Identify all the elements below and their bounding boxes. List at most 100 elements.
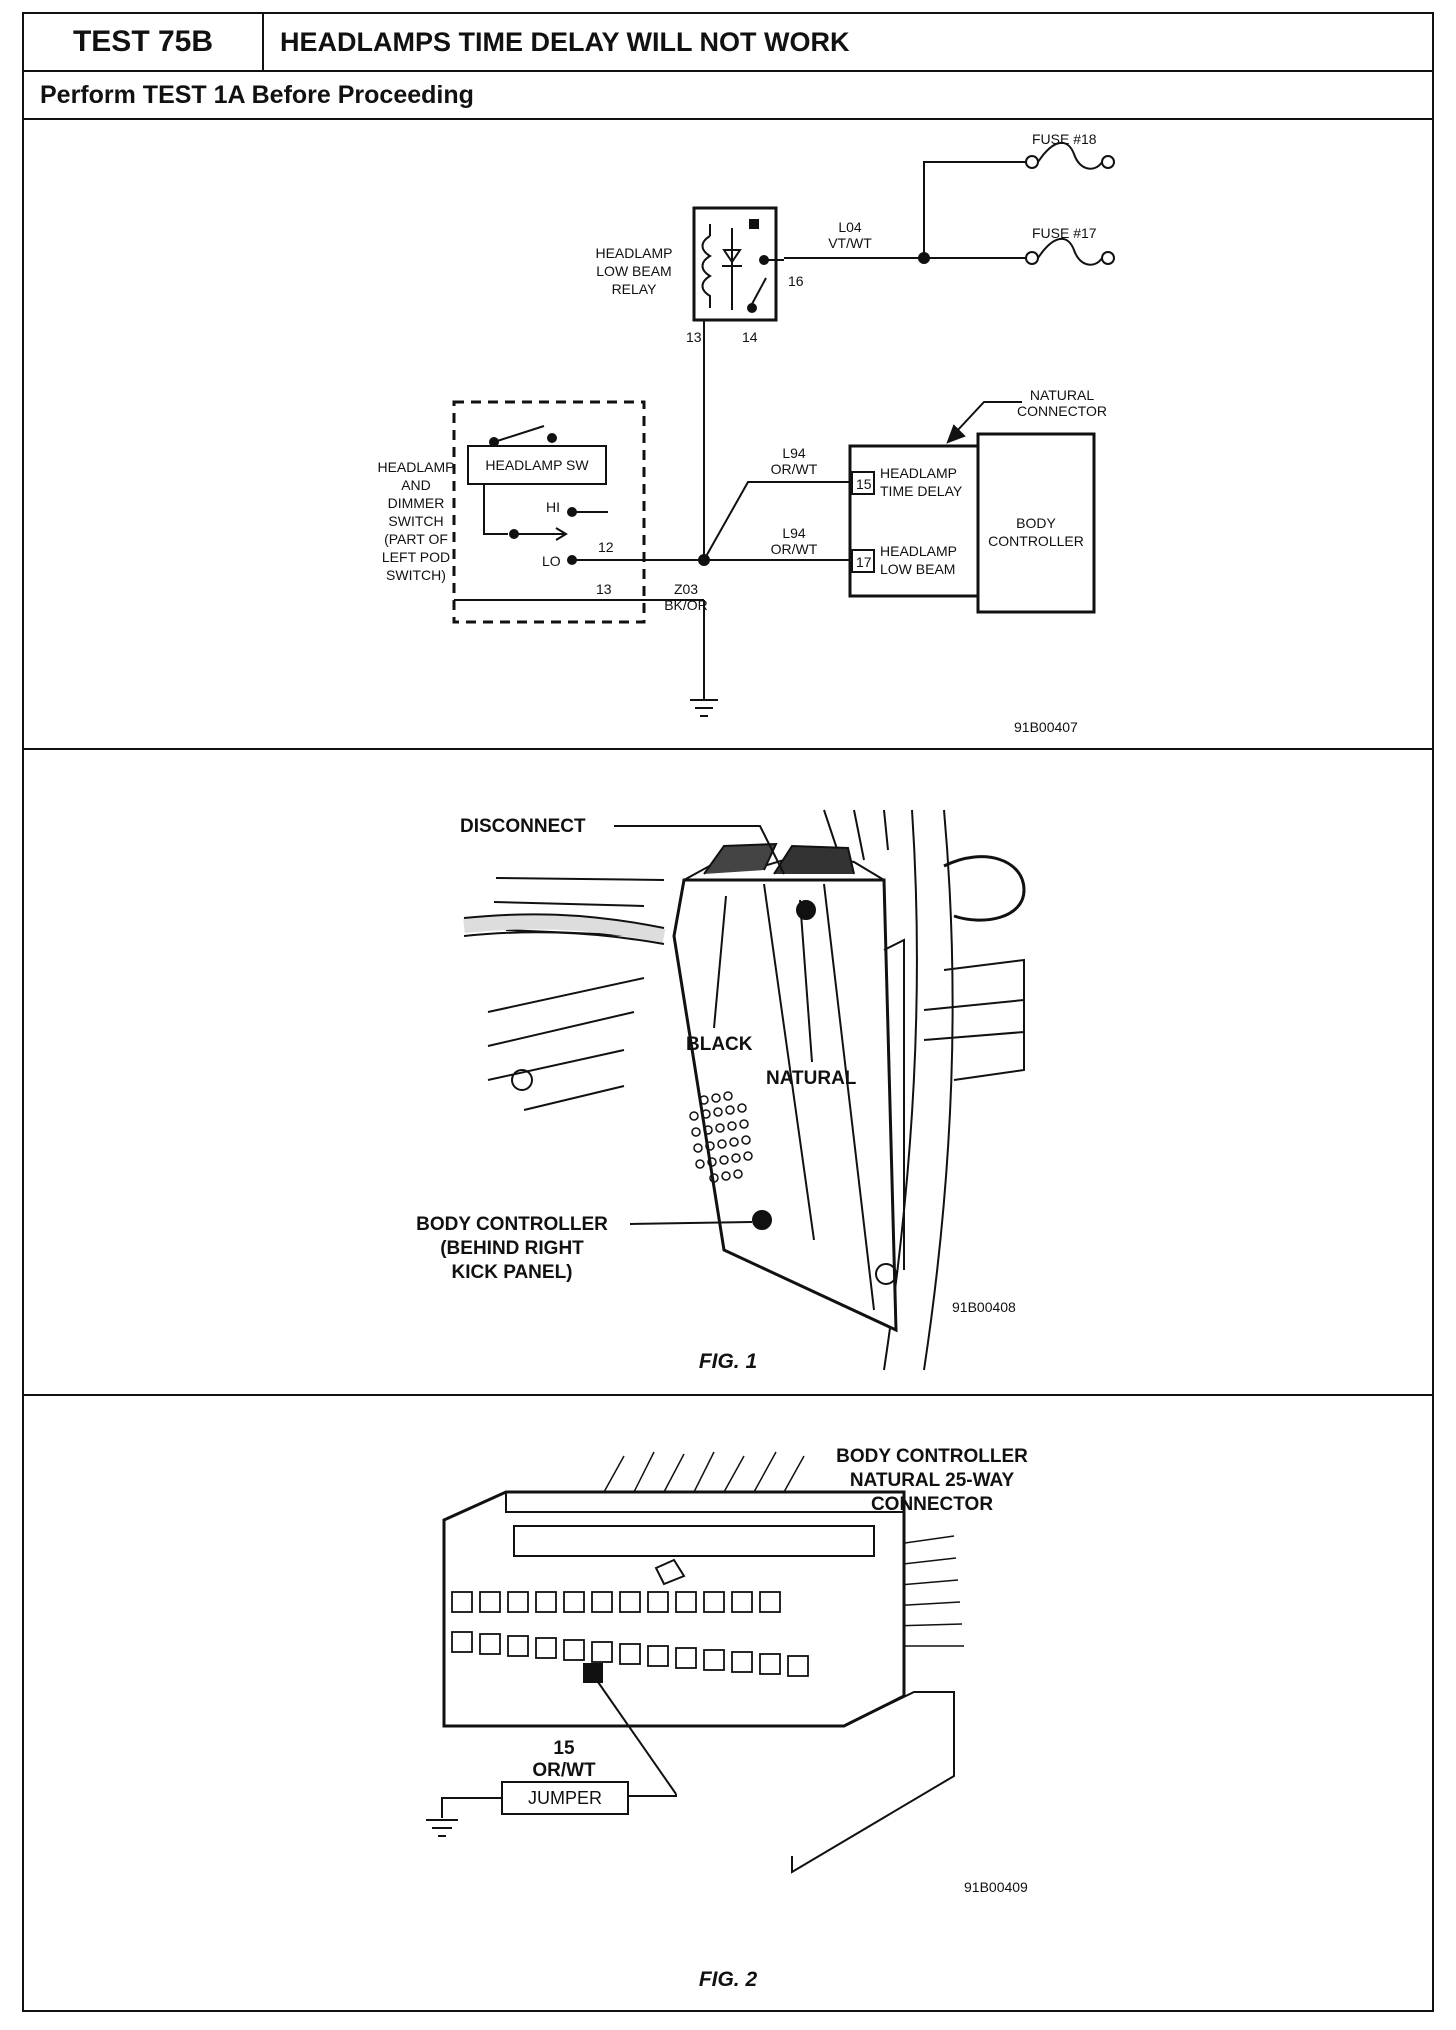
wire-l94-bottom-label: L94 OR/WT — [771, 525, 818, 557]
connector-cavity — [563, 1591, 585, 1613]
disconnect-leader — [614, 825, 785, 875]
svg-text:DIMMER: DIMMER — [388, 495, 445, 511]
jumper-lead — [597, 1681, 677, 1795]
test-subtitle: Perform TEST 1A Before Proceeding — [24, 72, 1432, 120]
fig2-illustration: JUMPER 15 OR/WT BODY CONTROLLER NATURAL … — [24, 1396, 1432, 2012]
speaker-holes — [689, 1091, 753, 1183]
headlamp-sw-label: HEADLAMP SW — [485, 457, 589, 473]
connector-cavity — [703, 1649, 725, 1671]
connector-cavity — [759, 1653, 781, 1675]
connector-cavity — [451, 1591, 473, 1613]
connector-cavity — [619, 1643, 641, 1665]
body-controller-leader — [629, 1221, 753, 1225]
cavity-15-highlight — [583, 1663, 603, 1683]
svg-text:(BEHIND RIGHT: (BEHIND RIGHT — [440, 1238, 584, 1259]
fig1-caption: FIG. 1 — [699, 1350, 757, 1373]
wire-l04-label: L04 VT/WT — [828, 219, 872, 251]
fuse-17-icon — [1025, 238, 1115, 266]
svg-text:CONNECTOR: CONNECTOR — [1017, 403, 1107, 419]
connector-cavity — [535, 1591, 557, 1613]
svg-text:LOW BEAM: LOW BEAM — [880, 561, 955, 577]
headlamp-sw-box — [467, 445, 607, 485]
svg-text:SWITCH: SWITCH — [388, 513, 443, 529]
svg-text:L94: L94 — [782, 525, 806, 541]
relay-label: HEADLAMP LOW BEAM RELAY — [595, 245, 672, 297]
pin-15-label: HEADLAMP TIME DELAY — [880, 465, 963, 499]
relay-pin-14: 14 — [742, 329, 758, 345]
connector-cavity — [787, 1655, 809, 1677]
dimmer-arrow-icon — [518, 527, 568, 541]
fuse-17-label: FUSE #17 — [1032, 225, 1097, 241]
svg-text:(PART OF: (PART OF — [384, 531, 448, 547]
connector-cavity — [535, 1637, 557, 1659]
connector-cavity — [675, 1647, 697, 1669]
ground-icon — [426, 1819, 458, 1837]
switch-label: HEADLAMP AND DIMMER SWITCH (PART OF LEFT… — [377, 459, 454, 583]
header-bar: TEST 75B HEADLAMPS TIME DELAY WILL NOT W… — [24, 14, 1432, 72]
relay-pin-13: 13 — [686, 329, 702, 345]
ground-icon — [690, 699, 718, 717]
svg-text:LEFT POD: LEFT POD — [382, 549, 450, 565]
fuse-18-label: FUSE #18 — [1032, 131, 1097, 147]
natural-connector-label: NATURAL CONNECTOR — [1017, 387, 1107, 419]
pin-17: 17 — [856, 554, 872, 570]
connector-cavity — [647, 1645, 669, 1667]
connector-cavity — [479, 1633, 501, 1655]
relay-diode-icon — [722, 228, 742, 310]
arrow-head-icon — [946, 424, 966, 444]
latch-icon — [654, 1558, 686, 1586]
switch-pin-13: 13 — [596, 581, 612, 597]
svg-text:L94: L94 — [782, 445, 806, 461]
fig1-illustration: DISCONNECT BLACK NATURAL BODY CONTROLLER… — [24, 750, 1432, 1396]
svg-text:CONNECTOR: CONNECTOR — [871, 1494, 993, 1515]
connector-cavity — [731, 1651, 753, 1673]
svg-text:HEADLAMP: HEADLAMP — [377, 459, 454, 475]
svg-text:CONTROLLER: CONTROLLER — [988, 533, 1084, 549]
connector-cavity — [675, 1591, 697, 1613]
svg-text:15: 15 — [553, 1738, 575, 1759]
fig2-caption: FIG. 2 — [699, 1968, 758, 1991]
wire-bundle — [603, 1451, 964, 1647]
body-controller-module — [672, 842, 905, 1333]
pin-17-label: HEADLAMP LOW BEAM — [880, 543, 957, 577]
figure-code: 91B00408 — [952, 1299, 1016, 1315]
test-id: TEST 75B — [24, 14, 264, 70]
connector-cavity — [591, 1591, 613, 1613]
svg-text:SWITCH): SWITCH) — [386, 567, 446, 583]
svg-text:KICK PANEL): KICK PANEL) — [451, 1262, 572, 1283]
lo-label: LO — [542, 553, 561, 569]
svg-text:BODY CONTROLLER: BODY CONTROLLER — [836, 1446, 1028, 1467]
black-label: BLACK — [686, 1034, 753, 1055]
connector-cavity — [451, 1631, 473, 1653]
connector-cavity — [731, 1591, 753, 1613]
leader-line — [955, 401, 1022, 433]
switch-dashed-box — [452, 400, 646, 624]
svg-text:AND: AND — [401, 477, 431, 493]
connector-cavity — [703, 1591, 725, 1613]
wiring-schematic: FUSE #18 FUSE #17 16 13 14 H — [24, 120, 1432, 750]
connector-cavity — [479, 1591, 501, 1613]
svg-text:LOW BEAM: LOW BEAM — [596, 263, 671, 279]
test-title: HEADLAMPS TIME DELAY WILL NOT WORK — [280, 26, 850, 57]
svg-text:HEADLAMP: HEADLAMP — [595, 245, 672, 261]
svg-text:Z03: Z03 — [674, 581, 698, 597]
jumper-label: JUMPER — [528, 1788, 602, 1808]
test-page: TEST 75B HEADLAMPS TIME DELAY WILL NOT W… — [22, 12, 1434, 2012]
connector-cavity — [507, 1591, 529, 1613]
pin-15-callout: 15 OR/WT — [532, 1738, 596, 1781]
wire-l94-top-label: L94 OR/WT — [771, 445, 818, 477]
black-leader — [713, 895, 727, 1029]
svg-text:TIME DELAY: TIME DELAY — [880, 483, 963, 499]
wire-harness — [463, 913, 666, 945]
connector-cavity — [759, 1591, 781, 1613]
pin-17-box — [851, 549, 875, 573]
relay-pin-16: 16 — [788, 273, 804, 289]
relay-contact-icon — [751, 277, 767, 305]
connector-body — [442, 1490, 955, 1874]
figure-code: 91B00409 — [964, 1879, 1028, 1895]
natural-label: NATURAL — [766, 1068, 857, 1089]
switch-pin-12: 12 — [598, 539, 614, 555]
body-controller-label: BODY CONTROLLER — [988, 515, 1084, 549]
svg-text:BODY CONTROLLER: BODY CONTROLLER — [416, 1214, 608, 1235]
fig2-title: BODY CONTROLLER NATURAL 25-WAY CONNECTOR — [836, 1446, 1028, 1515]
